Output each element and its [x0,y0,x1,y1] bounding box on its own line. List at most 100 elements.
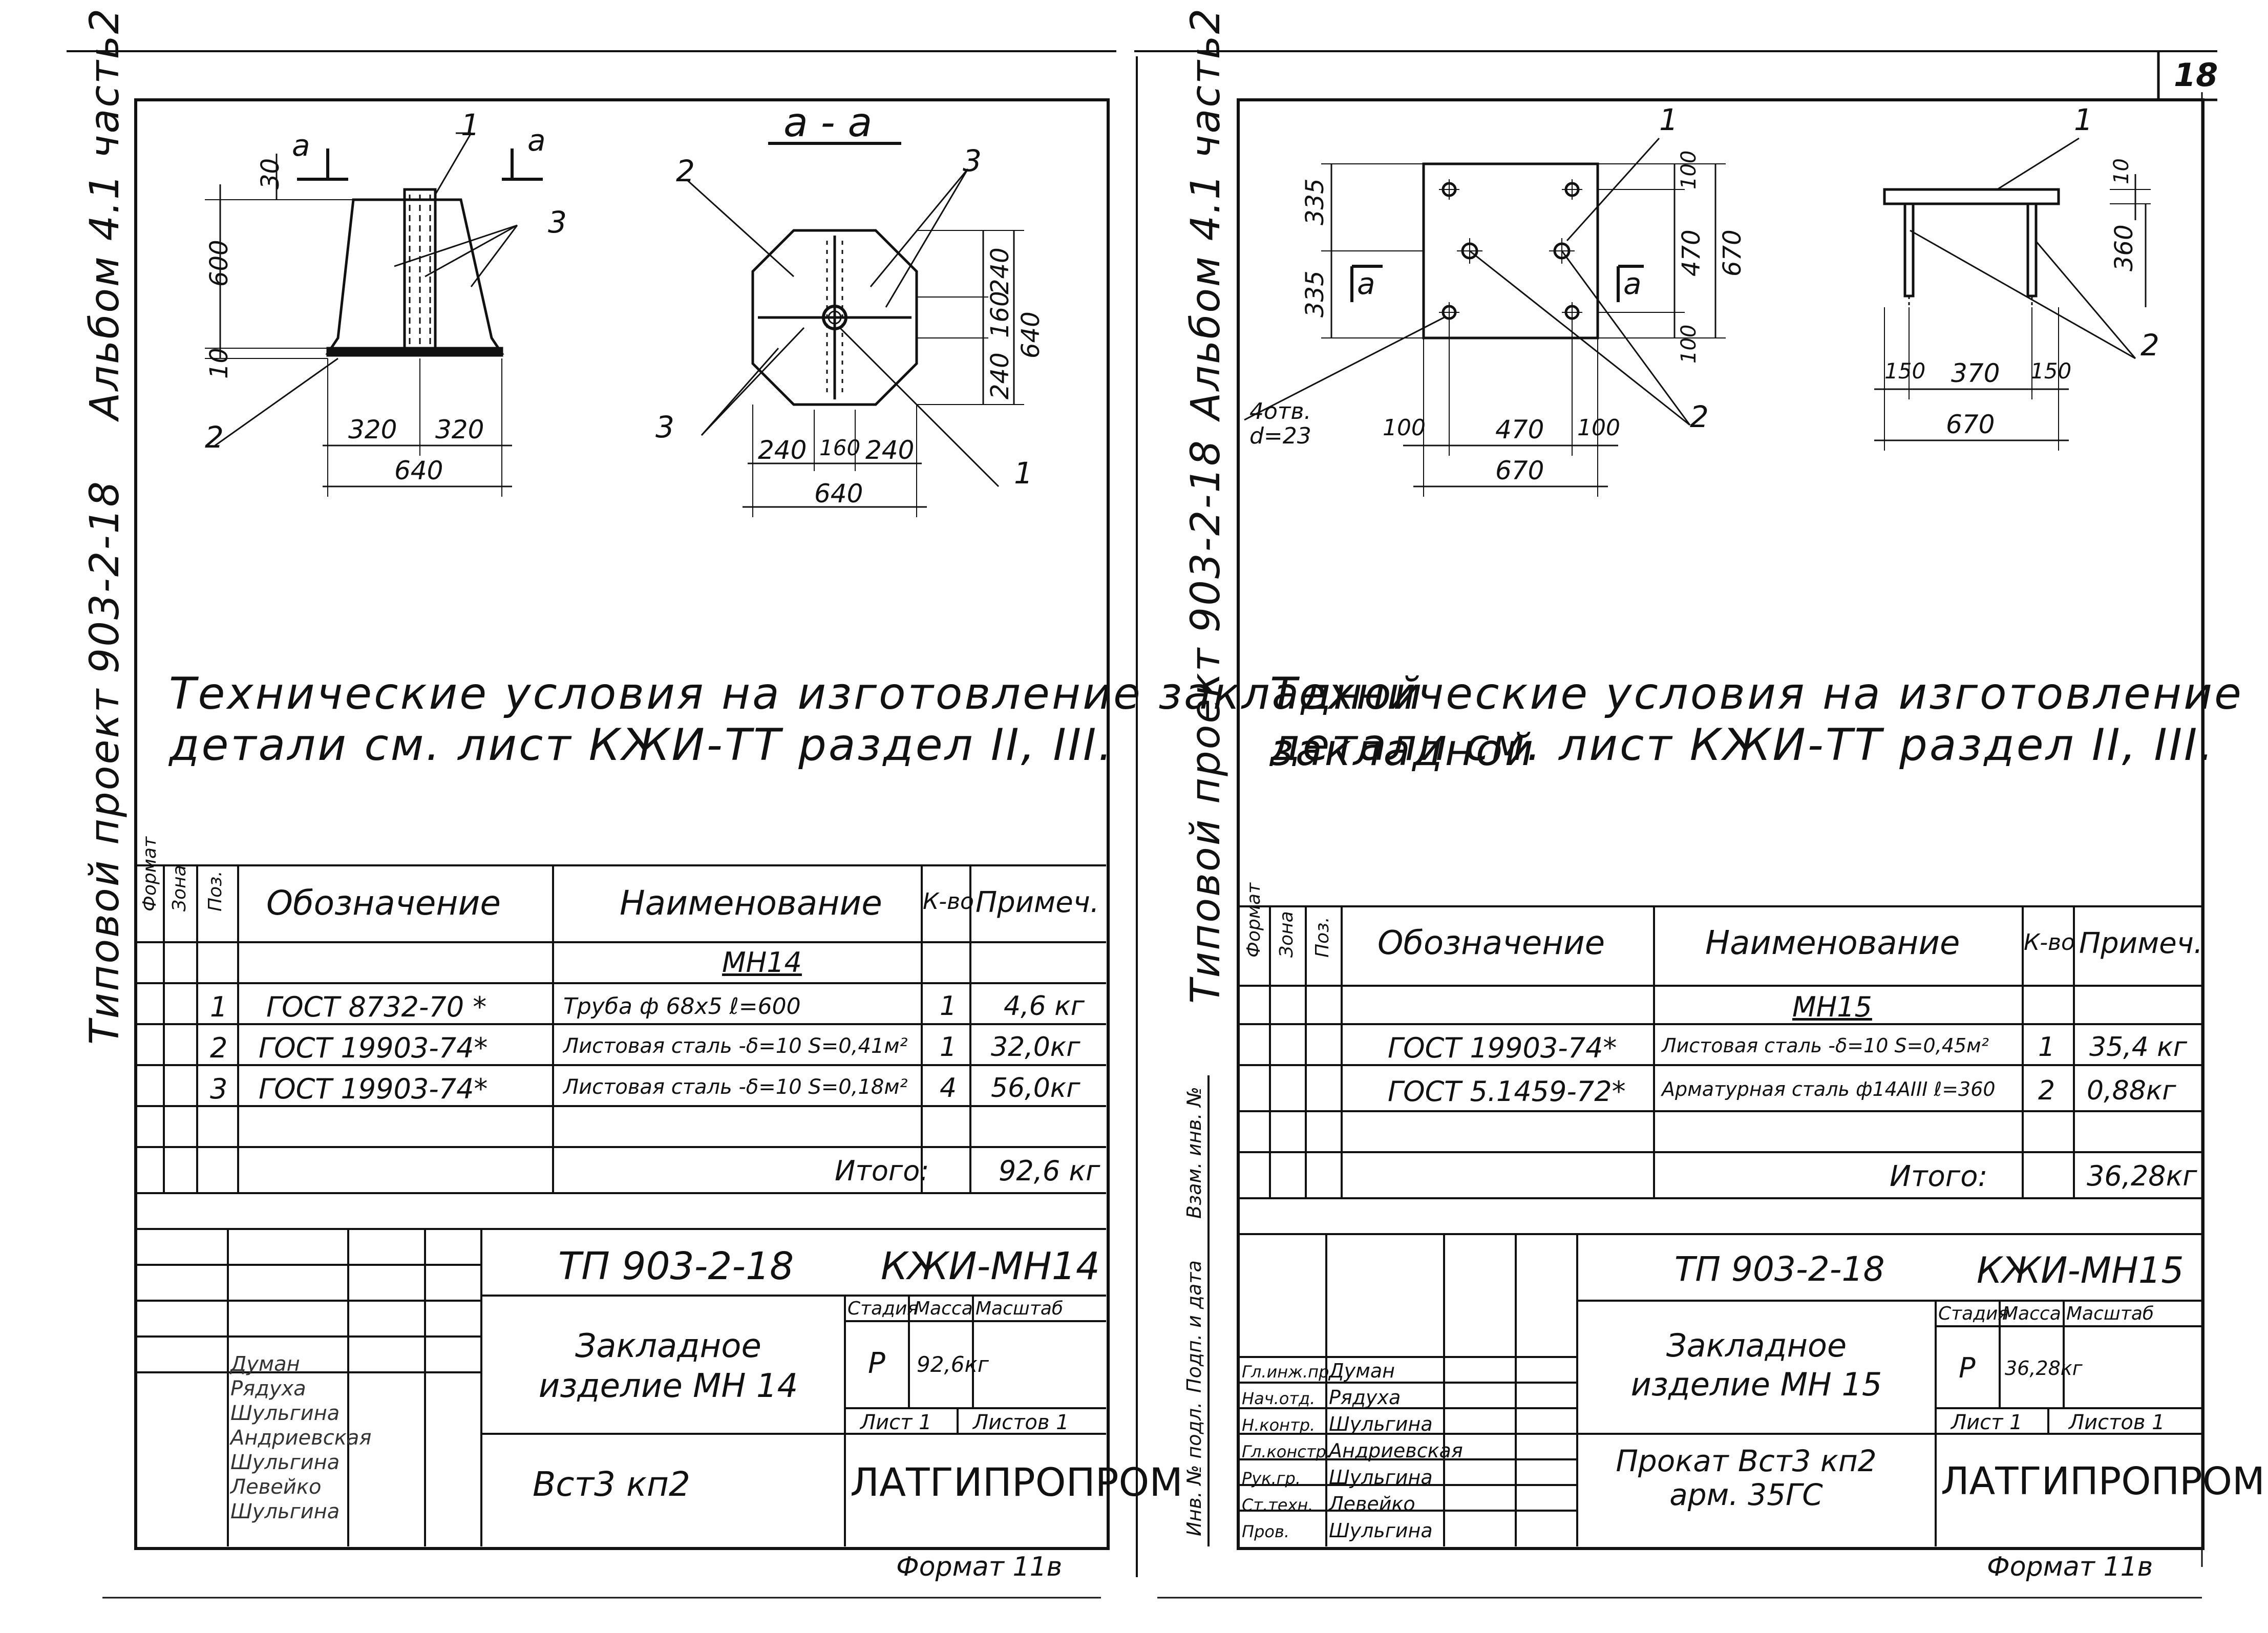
left-row-name: Листовая сталь -δ=10 S=0,41м² [563,1034,908,1058]
left-row-note: 32,0кг [991,1032,1080,1063]
signature-name: Рядуха [1329,1386,1401,1409]
left-dim: 240 [986,352,1014,399]
left-dim: 600 [205,240,234,287]
right-dim: 670 [1946,410,1995,439]
right-col-stage: Стадия [1938,1303,2009,1324]
left-col-name: Наименование [620,883,882,923]
signature-row: Нач.отд. Рядуха [1242,1385,1463,1411]
left-row-pos: 3 [210,1073,228,1105]
right-side-series: Альбом 4.1 часть2 [1183,7,1229,420]
right-signatures: Гл.инж.пр.Думан Нач.отд.Рядуха Н.контр.Ш… [1242,1358,1463,1544]
signature-row: Ст.техн.Левейко [1242,1491,1463,1518]
right-pos-label: 1 [1659,102,1678,137]
right-mass: 36,28кг [2005,1357,2083,1380]
right-total-value: 36,28кг [2087,1160,2197,1192]
signature-name: Левейко [230,1475,322,1499]
right-dim: 335 [1301,178,1329,225]
signature-row: Н.контр. Шульгина [1242,1411,1463,1438]
right-dim: 150 [1884,358,1926,384]
left-col-stage: Стадия [847,1298,919,1319]
left-dim: 640 [1016,311,1045,358]
left-stage: Р [868,1347,885,1380]
signature-role: Нач.отд. [1242,1389,1316,1408]
left-col-designation: Обозначение [266,883,501,923]
right-row-qty: 2 [2038,1075,2055,1106]
right-material: Прокат Вст3 кп2 арм. 35ГС [1616,1444,1877,1512]
left-col-scale: Масштаб [976,1298,1064,1319]
left-format: Формат 11в [896,1552,1063,1582]
right-sheet-code: КЖИ-МН15 [1977,1249,2184,1291]
left-dim: 320 [435,415,484,444]
left-row-doc: ГОСТ 19903-74* [259,1073,488,1105]
right-dim: 100 [1677,150,1701,189]
left-org: ЛАТГИПРОПРОМ [850,1459,1183,1505]
right-dim: 470 [1495,415,1544,444]
left-sheet-no: Лист 1 [860,1411,932,1434]
signature-role: Ст.техн. [1242,1495,1313,1515]
signature-role: Н.контр. [1242,1415,1316,1435]
right-sheet-no: Лист 1 [1951,1411,2023,1434]
left-material: Вст3 кп2 [533,1465,690,1504]
left-side-project: Типовой проект 903-2-18 [82,480,128,1045]
right-holes-note: 4отв. d=23 [1249,398,1311,449]
right-strip-inv: Инв. № подл. [1183,1402,1205,1536]
right-dim: 100 [1383,415,1426,441]
right-section-mark-a: а [1357,266,1375,301]
right-dim: 360 [2110,224,2138,271]
left-dim: 160 [986,291,1014,338]
left-pos-label: 2 [676,154,695,188]
left-total-label: Итого: [835,1155,929,1187]
left-section-mark-a2: а [527,123,546,158]
left-col-mass: Масса [914,1298,973,1319]
left-col-note: Примеч. [976,886,1099,919]
signature-row: Гл.констр.Андриевская [1242,1438,1463,1465]
left-pos-label: 3 [655,410,674,444]
signature-row: Пров.Шульгина [1242,1518,1463,1544]
right-tech-note-line2: детали см. лист КЖИ-ТТ раздел II, III. [1270,719,2215,771]
right-col-pos: Поз. [1312,917,1333,958]
right-sheet-frame [1237,98,2205,1550]
right-dim: 670 [1495,456,1544,485]
left-section-drawing [685,142,1024,517]
left-tech-note-line2: детали см. лист КЖИ-ТТ раздел II, III. [169,719,1114,771]
right-tech-note-line1: Технические условия на изготовление закл… [1270,668,2243,776]
left-dim: 240 [986,247,1014,294]
left-side-series: Альбом 4.1 часть2 [82,7,128,420]
right-dim: 100 [1677,324,1701,364]
signature-role: Рук.гр. [1242,1469,1301,1488]
right-org: ЛАТГИПРОПРОМ [1941,1459,2265,1503]
signature-name: Шульгина [1329,1466,1433,1489]
left-dim: 160 [819,435,861,460]
signature-name: Шульгина [1329,1519,1433,1542]
left-pos-label: 3 [963,143,982,178]
signature-role: Гл.констр. [1242,1442,1331,1461]
right-dim: 370 [1951,358,2000,388]
right-dim: 150 [2030,358,2072,384]
left-row-qty: 1 [940,1032,957,1063]
left-row-qty: 4 [940,1073,957,1104]
left-row-name: Листовая сталь -δ=10 S=0,18м² [563,1075,908,1099]
left-section-mark-a: а [292,128,310,163]
right-side-view-drawing [1874,137,2151,451]
signature-name: Шульгина [1329,1413,1433,1435]
right-col-scale: Масштаб [2066,1303,2154,1324]
signature-name: Шульгина [230,1402,340,1425]
left-pos-label: 1 [1014,456,1033,491]
signature-name: Шульгина [230,1500,340,1523]
left-dim: 320 [348,415,397,444]
left-row-name: Труба ф 68х5 ℓ=600 [563,993,801,1020]
right-col-zone: Зона [1276,911,1297,958]
right-row-note: 35,4 кг [2089,1032,2188,1063]
right-group-title: МН15 [1792,991,1872,1023]
left-signatures: Думан Рядуха Шульгина Андриевская Шульги… [230,1352,371,1524]
right-project-code: ТП 903-2-18 [1674,1249,1885,1289]
right-col-qty: К-во [2024,929,2075,956]
right-row-note: 0,88кг [2087,1075,2176,1106]
right-dim: 670 [1718,229,1747,277]
right-col-name: Наименование [1705,924,1960,962]
left-sheet-code: КЖИ-МН14 [881,1244,1100,1288]
left-dim: 640 [394,456,443,485]
left-stamp-title: Закладное изделие МН 14 [538,1327,798,1405]
left-row-pos: 2 [210,1032,228,1064]
